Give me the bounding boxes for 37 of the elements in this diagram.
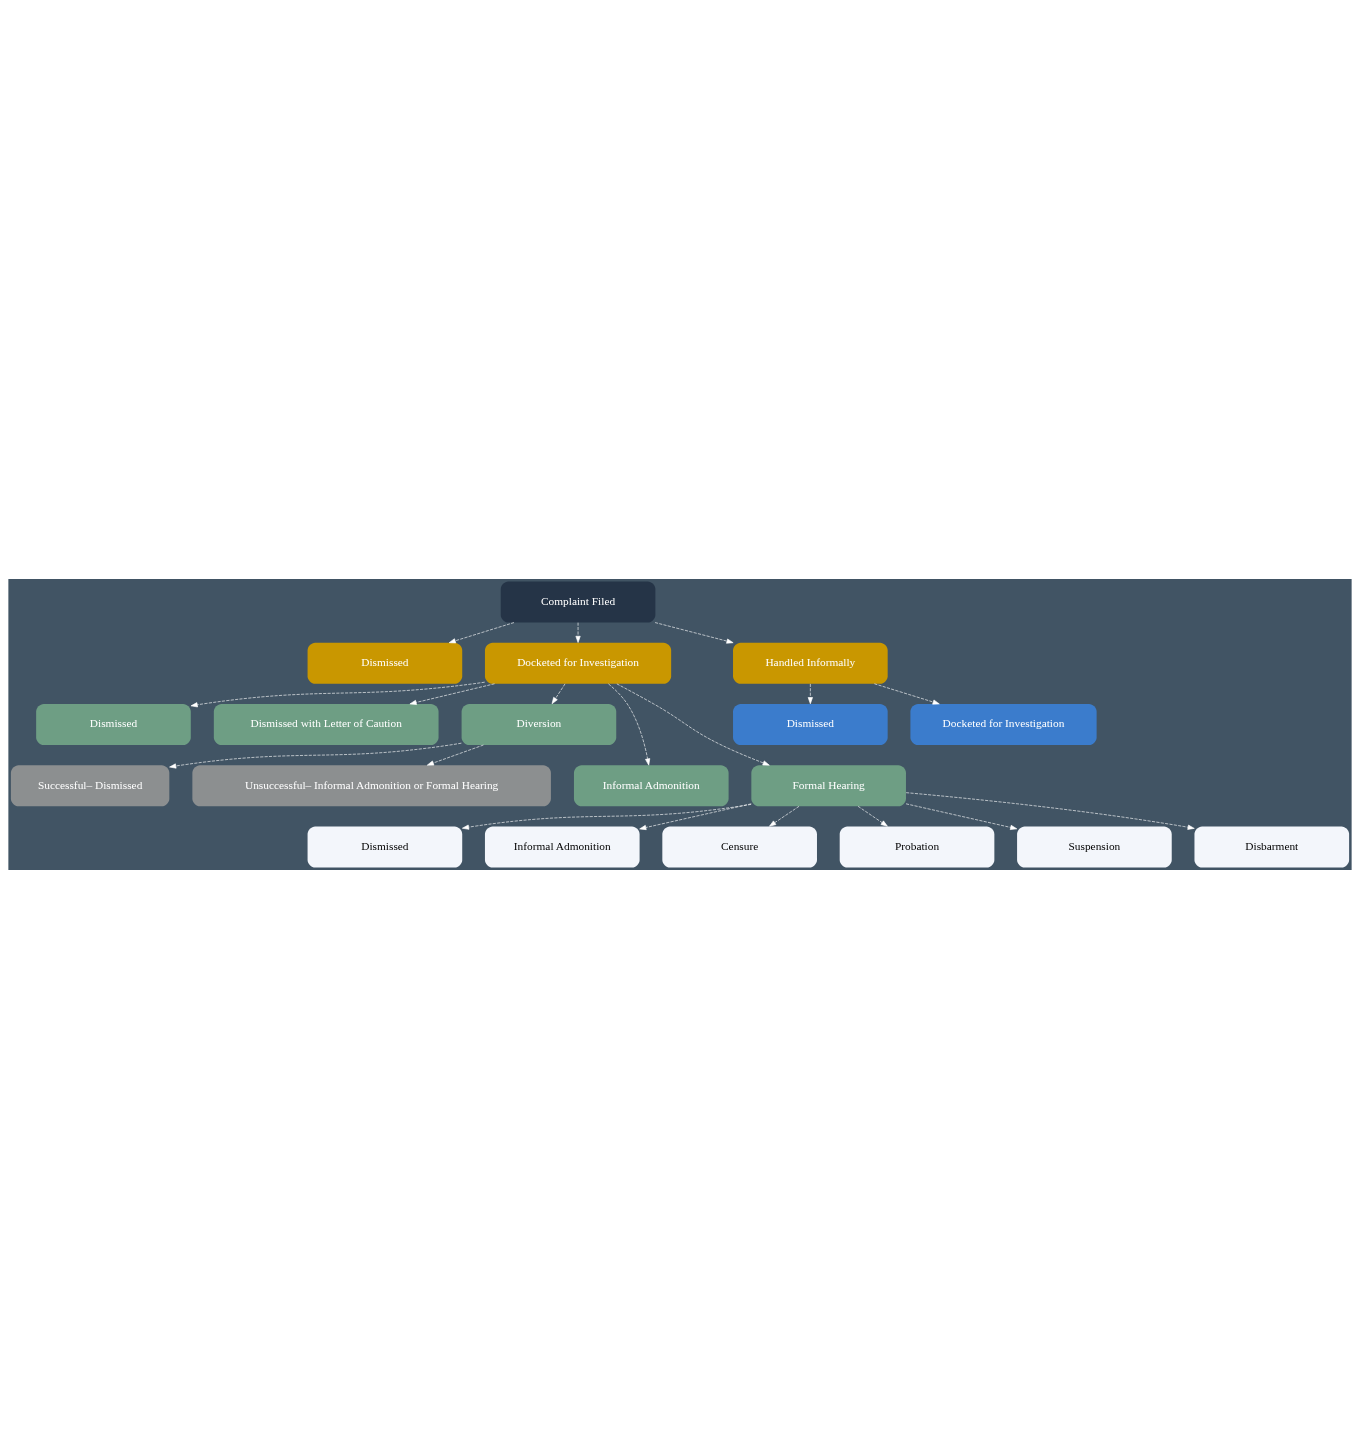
arrow xyxy=(409,682,495,705)
node-box: Successful– Dismissed xyxy=(10,764,170,806)
node-box: Docketed for Investigation xyxy=(910,703,1097,745)
node-box: Formal Hearing xyxy=(751,764,906,806)
node-box: Informal Admonition xyxy=(484,825,640,867)
arrow xyxy=(448,621,515,643)
arrow xyxy=(905,791,1195,830)
arrow xyxy=(807,683,813,704)
node-box: Dismissed xyxy=(307,642,463,684)
node-box: Dismissed xyxy=(36,703,191,745)
node-box: Probation xyxy=(839,825,995,867)
arrow xyxy=(462,803,752,830)
arrow xyxy=(639,802,752,830)
node-box: Handled Informally xyxy=(733,642,888,684)
node-box: Dismissed xyxy=(307,825,463,867)
arrow xyxy=(905,803,1018,830)
node-box: Dismissed with Letter of Caution xyxy=(213,703,439,745)
arrow xyxy=(575,621,581,643)
arrow xyxy=(426,744,484,765)
node-box: Disbarment xyxy=(1194,825,1350,867)
node-box: Docketed for Investigation xyxy=(484,642,672,684)
arrow xyxy=(874,682,940,704)
arrow xyxy=(769,805,800,827)
node-box: Informal Admonition xyxy=(573,764,729,806)
arrow xyxy=(551,683,566,704)
arrow xyxy=(616,683,770,766)
arrow xyxy=(654,621,734,644)
arrow xyxy=(169,742,462,768)
node-box: Dismissed xyxy=(733,703,888,745)
node-box: Complaint Filed xyxy=(500,581,656,623)
node-box: Diversion xyxy=(461,703,617,745)
node-box: Censure xyxy=(662,825,817,867)
arrow xyxy=(857,805,888,827)
arrow xyxy=(190,681,486,707)
arrow xyxy=(608,683,651,765)
node-box: Suspension xyxy=(1017,825,1172,867)
node-box: Unsuccessful– Informal Admonition or Formal Hearing xyxy=(192,764,551,806)
